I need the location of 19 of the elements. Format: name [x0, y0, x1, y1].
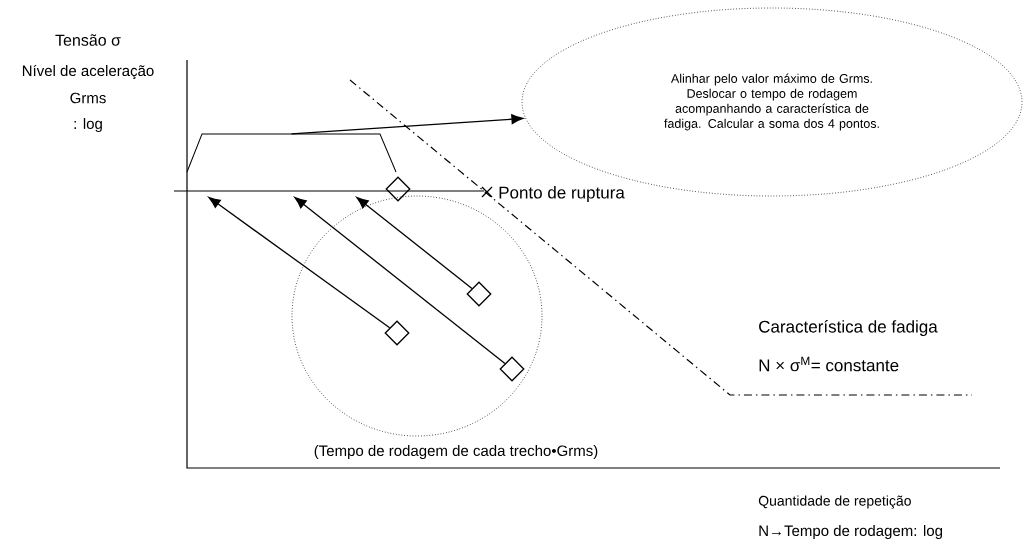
arrow	[294, 196, 506, 365]
axis-label: Grms	[70, 92, 106, 104]
diamond-marker	[384, 320, 410, 346]
axis-label: Tensão σ	[55, 34, 121, 46]
axis-label: Nível de aceleração	[22, 64, 154, 80]
arrow	[208, 196, 391, 329]
arrow	[356, 196, 473, 290]
diamond-marker	[499, 356, 525, 382]
axis-label: N→Tempo de rodagem: log	[759, 525, 942, 539]
axis-label: : log	[74, 118, 102, 132]
curve-label: Característica de fadiga	[759, 320, 938, 337]
arrow	[290, 114, 524, 135]
diamond-marker	[466, 281, 492, 307]
formula-label: N × σ$^{M}$= constante	[759, 356, 899, 372]
caption-text: (Tempo de rodagem de cada trecho•Grms)	[314, 445, 598, 459]
point-label: Ponto de ruptura	[499, 186, 625, 202]
load-profile-drawing	[186, 133, 397, 173]
axis-label: Quantidade de repetição	[758, 495, 911, 509]
diamond-marker	[385, 176, 411, 202]
